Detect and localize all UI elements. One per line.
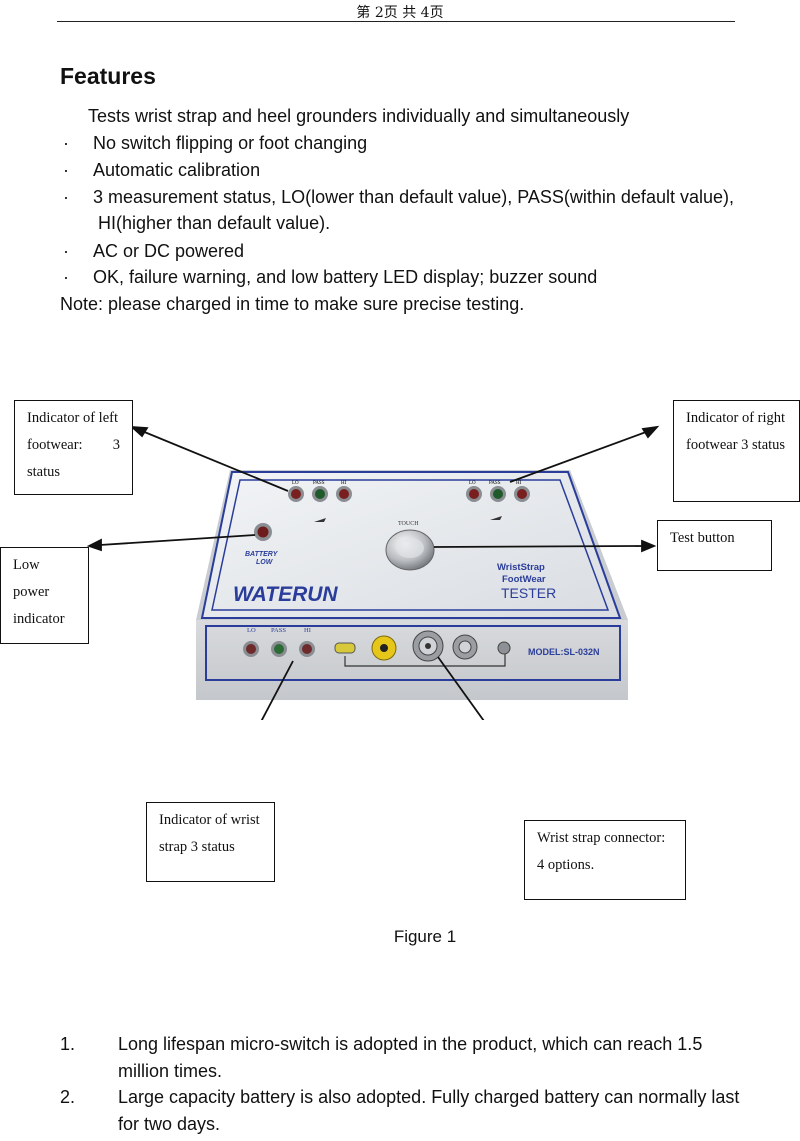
callout-right-footwear: Indicator of right footwear 3 status bbox=[673, 400, 800, 502]
callout-wrist-indicator: Indicator of wrist strap 3 status bbox=[146, 802, 275, 882]
page-header: 第 2页 共 4页 bbox=[356, 5, 444, 21]
feature-bullet: AC or DC powered bbox=[93, 241, 245, 261]
device-photo: LO PASS HI LO PASS HI BATTERY LOW TOUCH … bbox=[86, 425, 660, 720]
list-number: 1. bbox=[60, 1034, 76, 1054]
battery-label: BATTERY bbox=[245, 551, 279, 558]
bullet-symbol: · bbox=[63, 241, 69, 261]
feature-bullet: OK, failure warning, and low battery LED… bbox=[93, 267, 598, 287]
wrist-led-label: HI bbox=[304, 627, 311, 634]
wrist-led-label: PASS bbox=[271, 627, 286, 634]
callout-text: footwear: bbox=[27, 437, 83, 453]
feature-bullet: No switch flipping or foot changing bbox=[93, 133, 368, 153]
list-number: 2. bbox=[60, 1087, 76, 1107]
product-label: TESTER bbox=[501, 585, 556, 601]
callout-text: Indicator of left bbox=[27, 410, 118, 426]
callout-text: 4 options. bbox=[537, 857, 595, 873]
callout-text: Wrist strap connector: bbox=[537, 830, 666, 846]
left-led-label: LO bbox=[292, 481, 299, 486]
left-led-label: HI bbox=[341, 481, 347, 486]
right-led-label: PASS bbox=[489, 481, 501, 486]
callout-text: footwear 3 status bbox=[686, 437, 786, 453]
feature-bullet-continuation: HI(higher than default value). bbox=[98, 213, 331, 233]
callout-text: Indicator of wrist bbox=[159, 812, 260, 828]
feature-bullet: Automatic calibration bbox=[93, 160, 261, 180]
bullet-symbol: · bbox=[63, 133, 69, 153]
bullet-symbol: · bbox=[63, 187, 69, 207]
callout-text: power bbox=[13, 584, 50, 600]
bullet-symbol: · bbox=[63, 160, 69, 180]
model-label: MODEL:SL-032N bbox=[528, 647, 600, 657]
callout-text: 3 bbox=[112, 437, 120, 453]
touch-label: TOUCH bbox=[398, 521, 419, 527]
left-led-label: PASS bbox=[313, 481, 325, 486]
right-led-label: LO bbox=[469, 481, 476, 486]
callout-left-footwear: Indicator of left footwear: 3 status bbox=[14, 400, 133, 495]
figure-caption: Figure 1 bbox=[393, 927, 457, 946]
product-label: FootWear bbox=[502, 574, 546, 585]
features-heading: Features bbox=[60, 63, 156, 89]
right-led-label: HI bbox=[516, 481, 522, 486]
features-intro: Tests wrist strap and heel grounders ind… bbox=[88, 106, 630, 126]
bullet-symbol: · bbox=[63, 267, 69, 287]
left-footwear-leds bbox=[288, 486, 352, 502]
list-item: Large capacity battery is also adopted. … bbox=[118, 1087, 740, 1134]
callout-text: Test button bbox=[670, 530, 735, 546]
callout-text: indicator bbox=[13, 611, 65, 627]
callout-low-power: Low power indicator bbox=[0, 547, 89, 644]
callout-text: strap 3 status bbox=[159, 839, 235, 855]
product-label: WristStrap bbox=[497, 562, 545, 573]
callout-arrows bbox=[86, 425, 660, 720]
wrist-strap-leds bbox=[243, 641, 315, 657]
wrist-strap-connectors bbox=[334, 630, 511, 667]
callout-text: status bbox=[27, 464, 61, 480]
callout-test-button: Test button bbox=[657, 520, 772, 571]
right-footwear-leds bbox=[466, 486, 530, 502]
header-rule bbox=[57, 21, 735, 22]
features-note: Note: please charged in time to make sur… bbox=[60, 294, 525, 314]
battery-label: LOW bbox=[256, 559, 274, 566]
callout-wrist-connector: Wrist strap connector: 4 options. bbox=[524, 820, 686, 900]
feature-bullet: 3 measurement status, LO(lower than defa… bbox=[93, 187, 734, 207]
callout-text: Low bbox=[13, 557, 40, 573]
list-item: Long lifespan micro-switch is adopted in… bbox=[118, 1034, 703, 1081]
callout-text: Indicator of right bbox=[686, 410, 786, 426]
wrist-led-label: LO bbox=[247, 627, 256, 634]
brand-name: WATERUN bbox=[233, 583, 338, 606]
device-front-panel bbox=[196, 620, 628, 700]
